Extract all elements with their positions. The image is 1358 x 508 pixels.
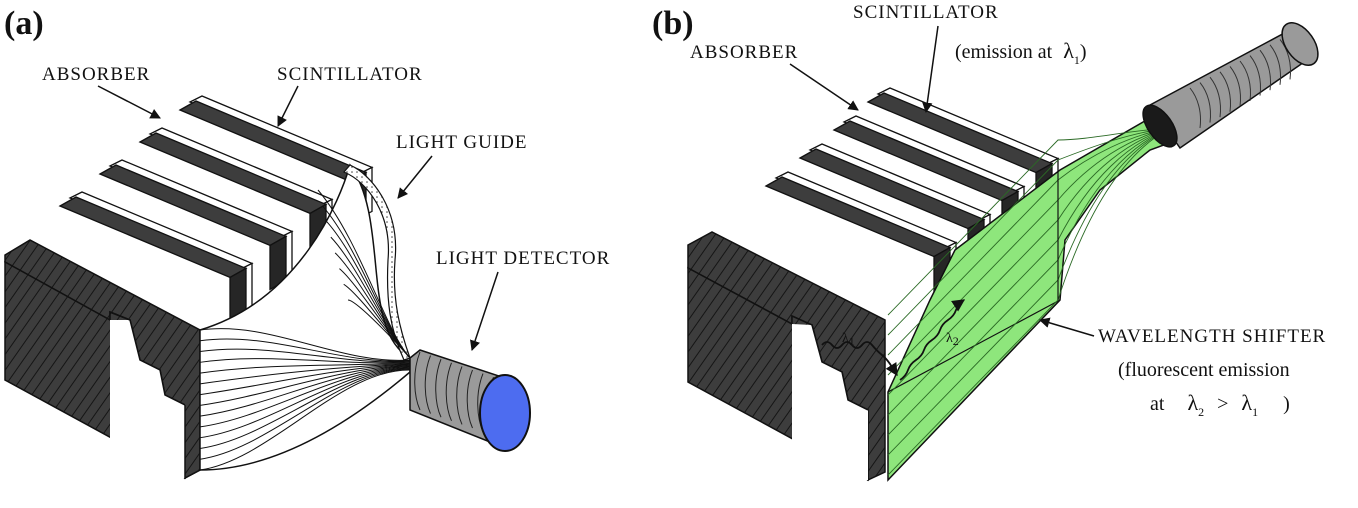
emission-close: ) xyxy=(1080,41,1087,63)
light-guide-body xyxy=(199,163,411,471)
light-guide xyxy=(199,163,411,471)
fluor-line2: at λ2 > λ1 ) xyxy=(1150,390,1290,421)
photon2-sub: 2 xyxy=(953,334,959,348)
light-detector-b xyxy=(1142,22,1319,150)
wls-label: WAVELENGTH SHIFTER xyxy=(1098,326,1326,347)
photon1-sub: 1 xyxy=(849,334,855,348)
panel-a: (a) ABSORBER SCINTILLATOR LIGHT GUIDE LI… xyxy=(4,5,610,480)
light-detector xyxy=(409,349,531,452)
absorber-label-a: ABSORBER xyxy=(42,64,150,85)
absorber-label-b: ABSORBER xyxy=(690,42,798,63)
fluor-at: at xyxy=(1150,393,1165,415)
fluor-line1: (fluorescent emission xyxy=(1118,359,1290,381)
emission-note: (emission at λ1) xyxy=(955,38,1087,67)
scintillator-label-b: SCINTILLATOR xyxy=(853,2,999,23)
emission-lambda: λ xyxy=(1063,38,1074,63)
panel-b-slabs xyxy=(764,87,1060,306)
fluor-close: ) xyxy=(1283,393,1290,415)
panel-b-tag: (b) xyxy=(652,5,694,42)
fluor-sub2: 2 xyxy=(1198,405,1204,419)
scintillator-label-a: SCINTILLATOR xyxy=(277,64,423,85)
fluor-gt: > xyxy=(1217,393,1228,415)
fluor-sub1: 1 xyxy=(1252,405,1258,419)
detector-face xyxy=(479,374,531,452)
photon2-sym: λ xyxy=(946,331,953,346)
emission-prefix: (emission at xyxy=(955,41,1053,63)
panel-a-tag: (a) xyxy=(4,5,44,42)
emission-sub: 1 xyxy=(1074,53,1080,67)
panel-b: (b) ABSORBER SCINTILLATOR (emission at λ… xyxy=(652,2,1326,482)
photon1-label: λ1 xyxy=(842,331,855,348)
photon-lambda1-path xyxy=(821,341,898,377)
fluor-lambda1: λ xyxy=(1241,390,1252,415)
photon1-sym: λ xyxy=(842,331,849,346)
fluor-lambda2: λ xyxy=(1187,390,1198,415)
light-guide-label: LIGHT GUIDE xyxy=(396,132,528,153)
light-detector-label: LIGHT DETECTOR xyxy=(436,248,610,269)
photon2-label: λ2 xyxy=(946,331,959,348)
wavelength-shifter-plate xyxy=(887,117,1173,482)
photon-lambda2-path xyxy=(899,299,966,381)
